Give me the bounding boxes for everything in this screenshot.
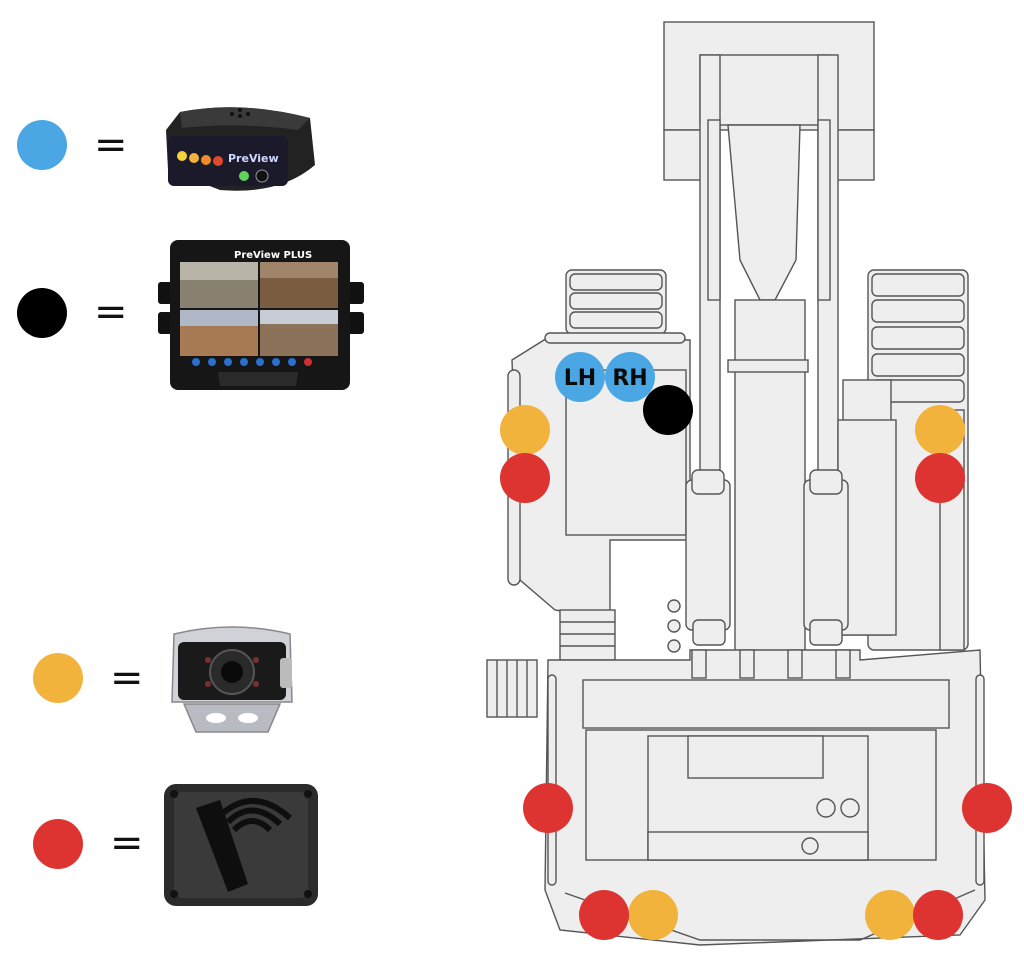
equals-sign: = xyxy=(94,289,128,335)
preview-plus-quad-monitor-image: PreView PLUS xyxy=(158,240,364,390)
radar-sensor-image xyxy=(164,784,318,906)
rh-label: RH xyxy=(612,366,647,391)
legend-dot-black xyxy=(17,288,67,338)
camera-marker xyxy=(865,890,915,940)
equals-sign: = xyxy=(110,820,144,866)
orange-markers xyxy=(500,405,965,940)
blue-markers: LH RH xyxy=(555,352,655,402)
equals-sign: = xyxy=(110,655,144,701)
legend-dot-red xyxy=(33,819,83,869)
radar-marker xyxy=(913,890,963,940)
alarm-brand-text: PreView xyxy=(228,152,279,165)
camera-marker xyxy=(628,890,678,940)
radar-marker xyxy=(523,783,573,833)
equals-sign: = xyxy=(94,122,128,168)
monitor-marker xyxy=(643,385,693,435)
radar-marker xyxy=(500,453,550,503)
radar-marker xyxy=(962,783,1012,833)
radar-marker xyxy=(915,453,965,503)
preview-alarm-unit-image: PreView xyxy=(166,107,315,191)
monitor-brand-text: PreView PLUS xyxy=(234,250,312,261)
legend-dot-blue xyxy=(17,120,67,170)
red-markers xyxy=(500,453,1012,940)
alarm-unit-lh xyxy=(555,352,605,402)
backup-camera-image xyxy=(171,626,293,733)
camera-marker xyxy=(915,405,965,455)
legend-dot-orange xyxy=(33,653,83,703)
lh-label: LH xyxy=(564,366,596,391)
camera-marker xyxy=(500,405,550,455)
radar-marker xyxy=(579,890,629,940)
alarm-unit-rh xyxy=(605,352,655,402)
